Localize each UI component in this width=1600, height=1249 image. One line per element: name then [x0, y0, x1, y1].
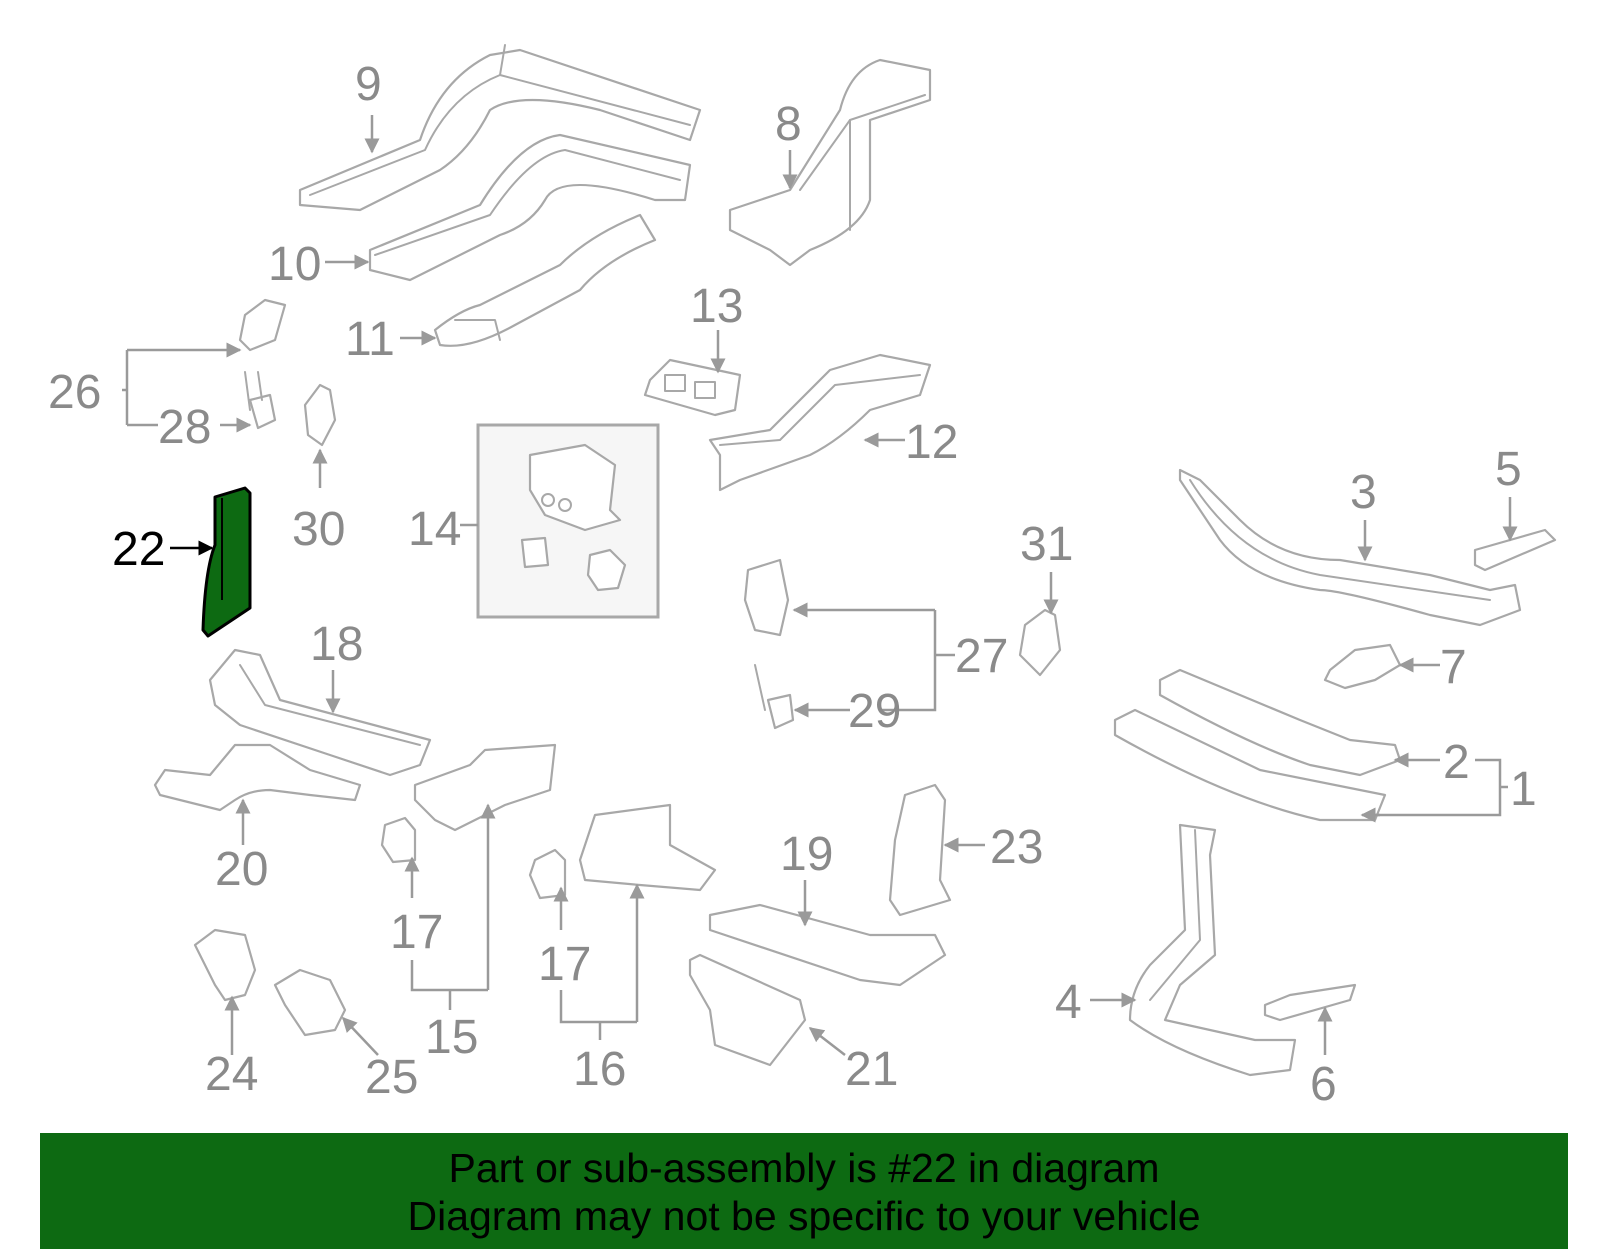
part-30-bracket [303, 383, 337, 447]
leader-lines [122, 115, 1518, 1056]
callout-4: 4 [1055, 976, 1082, 1029]
callout-1: 1 [1510, 763, 1537, 816]
callout-17-right: 17 [538, 938, 591, 991]
part-25-elbow [273, 968, 347, 1037]
part-26-bracket [238, 298, 287, 352]
callout-labels: 9 8 10 11 13 26 28 30 12 14 22 3 5 31 27… [48, 58, 1537, 1111]
part-1-duct [1113, 708, 1387, 822]
callout-5: 5 [1495, 443, 1522, 496]
callout-10: 10 [268, 238, 321, 291]
part-5-strip [1473, 528, 1557, 572]
part-8-duct [728, 58, 932, 267]
callout-18: 18 [310, 618, 363, 671]
callout-29: 29 [848, 685, 901, 738]
part-17-bracket-left [380, 816, 417, 864]
part-10-duct [368, 133, 692, 282]
part-4-duct [1128, 823, 1297, 1077]
callout-24: 24 [205, 1048, 258, 1101]
callout-6: 6 [1310, 1058, 1337, 1111]
callout-26: 26 [48, 366, 101, 419]
part-23-panel [888, 783, 952, 917]
callout-17-left: 17 [390, 906, 443, 959]
part-27-bracket [743, 558, 790, 637]
callout-21: 21 [845, 1043, 898, 1096]
part-15-duct [413, 743, 557, 832]
banner-line-part-number: Part or sub-assembly is #22 in diagram [448, 1145, 1160, 1191]
callout-11: 11 [345, 313, 395, 366]
part-16-housing [578, 803, 717, 892]
callout-14: 14 [408, 503, 461, 556]
info-banner: Part or sub-assembly is #22 in diagram D… [40, 1133, 1568, 1249]
banner-line-disclaimer: Diagram may not be specific to your vehi… [407, 1193, 1201, 1239]
part-9-duct [298, 44, 702, 212]
part-28-clip [244, 371, 277, 430]
part-13-grille [643, 358, 742, 417]
part-7-piece [1323, 643, 1402, 690]
part-29-clip [754, 664, 795, 730]
part-12-duct [708, 353, 932, 492]
callout-19: 19 [780, 828, 833, 881]
parts-diagram: 9 8 10 11 13 26 28 30 12 14 22 3 5 31 27… [48, 44, 1557, 1111]
part-6-strip [1263, 983, 1357, 1022]
callout-3: 3 [1350, 466, 1377, 519]
callout-27: 27 [955, 630, 1008, 683]
part-2-duct [1158, 668, 1402, 777]
callout-15: 15 [425, 1011, 478, 1064]
callout-8: 8 [775, 98, 802, 151]
part-22-highlighted [201, 486, 252, 638]
callout-13: 13 [690, 280, 743, 333]
callout-31: 31 [1020, 518, 1073, 571]
part-20-duct [153, 743, 362, 812]
callout-25: 25 [365, 1051, 418, 1104]
callout-28: 28 [158, 401, 211, 454]
part-3-duct [1178, 468, 1522, 627]
part-24-outlet [193, 928, 257, 1002]
callout-7: 7 [1440, 641, 1467, 694]
part-21-housing [688, 953, 807, 1067]
callout-23: 23 [990, 821, 1043, 874]
callout-2: 2 [1443, 736, 1470, 789]
callout-30: 30 [292, 503, 345, 556]
part-18-duct [208, 648, 432, 777]
part-19-duct [708, 903, 947, 987]
callout-22-highlighted: 22 [112, 523, 165, 576]
part-11-duct [433, 213, 657, 347]
callout-20: 20 [215, 843, 268, 896]
callout-9: 9 [355, 58, 382, 111]
part-31-bracket [1018, 608, 1062, 677]
callout-16: 16 [573, 1043, 626, 1096]
part-14-kit-box [476, 423, 660, 619]
callout-12: 12 [905, 416, 958, 469]
